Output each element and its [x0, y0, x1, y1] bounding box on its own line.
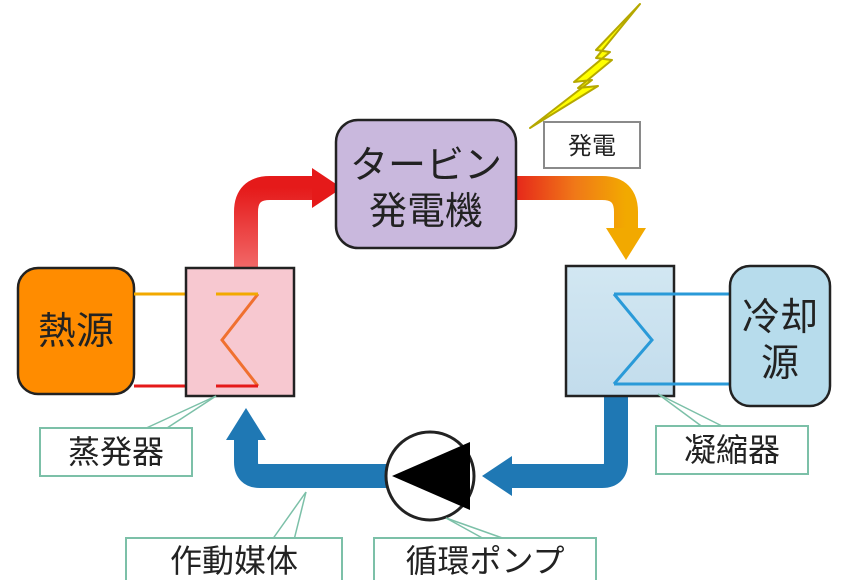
pump-symbol: [384, 430, 476, 522]
cold-flow-lower-arrow: [234, 440, 396, 488]
condenser-callout: 凝縮器: [655, 393, 809, 475]
pump-callout: 循環ポンプ: [373, 517, 597, 580]
generator-label: 発電機: [369, 189, 483, 233]
lightning-icon: [529, 3, 641, 129]
evaporator-label: 蒸発器: [68, 433, 164, 471]
generation-label: 発電: [568, 132, 616, 160]
heat-source-label: 熱源: [38, 309, 114, 353]
evaporator-box: [184, 266, 296, 398]
outlet-flow-arrowhead: [606, 228, 646, 260]
hot-flow-arrow: [234, 176, 312, 270]
cooling-source-box: 冷却 源: [728, 264, 832, 408]
cold-flow-lower-arrowhead: [226, 408, 266, 440]
heat-source-box: 熱源: [16, 266, 136, 396]
outlet-flow-arrow: [512, 176, 638, 230]
working-fluid-label: 作動媒体: [170, 542, 298, 580]
cooling-source-label-1: 冷却: [742, 295, 818, 339]
evaporator-coil: [220, 293, 260, 387]
cold-flow-upper-arrow: [512, 396, 628, 488]
condenser-label: 凝縮器: [684, 431, 780, 469]
evaporator-callout: 蒸発器: [39, 395, 217, 477]
turbine-label: タービン: [350, 143, 502, 187]
cold-flow-upper-arrowhead: [482, 456, 512, 496]
turbine-generator-box: タービン 発電機: [334, 118, 518, 250]
generation-label-box: 発電: [543, 121, 641, 169]
condenser-box: [564, 264, 676, 398]
pump-label: 循環ポンプ: [405, 542, 564, 580]
cooling-source-label-2: 源: [761, 341, 799, 385]
condenser-coil: [612, 293, 654, 385]
hot-flow-arrowhead: [312, 168, 342, 208]
pump-triangle-icon: [392, 442, 470, 510]
working-fluid-callout: 作動媒体: [125, 491, 343, 580]
